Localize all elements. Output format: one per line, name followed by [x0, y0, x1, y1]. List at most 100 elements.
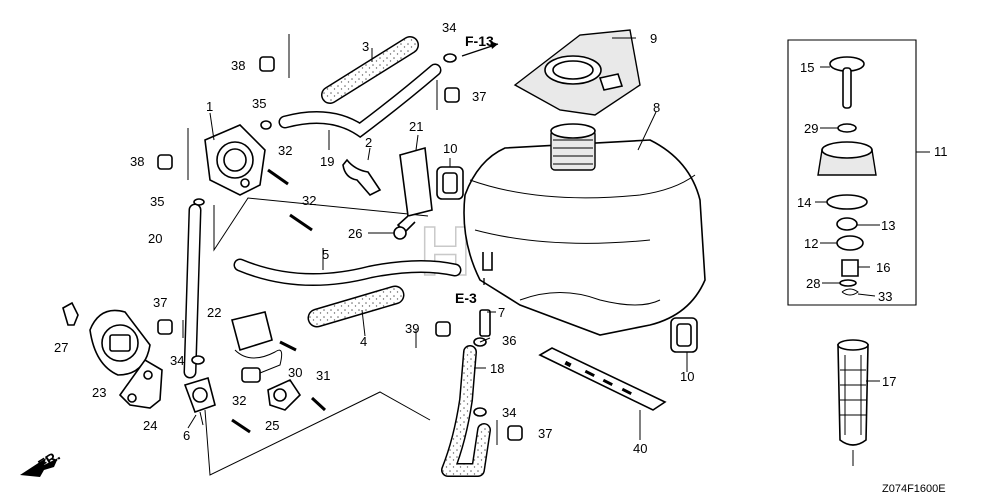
part-label-15: 15 [800, 60, 814, 75]
hose-4 [307, 285, 405, 328]
part-label-33: 33 [878, 289, 892, 304]
clip-35-left [193, 198, 205, 206]
screw-31 [310, 396, 327, 412]
f13-arrow [461, 41, 499, 57]
clip-34-top [443, 53, 457, 63]
part-label-37-left: 37 [153, 295, 167, 310]
part-label-26: 26 [348, 226, 362, 241]
part-label-25: 25 [265, 418, 279, 433]
hose-18 [441, 345, 491, 477]
rubber-mount-upper [436, 166, 464, 200]
part-label-12: 12 [804, 236, 818, 251]
front-arrow [20, 458, 58, 477]
fuel-strainer [837, 339, 869, 466]
screw-30 [279, 340, 297, 352]
screw-32-mid [289, 213, 313, 232]
part-label-21: 21 [409, 119, 423, 134]
clamp-2 [342, 158, 382, 196]
part-label-16: 16 [876, 260, 890, 275]
hose-19 [278, 63, 442, 138]
part-label-13: 13 [881, 218, 895, 233]
part-label-39: 39 [405, 321, 419, 336]
part-label-31: 31 [316, 368, 330, 383]
clip-37-top [444, 87, 460, 103]
part-label-18: 18 [490, 361, 504, 376]
part-label-32-upper: 32 [278, 143, 292, 158]
part-number-labels: 1 2 3 4 5 6 7 8 9 10 10 11 12 13 14 15 1… [54, 20, 948, 456]
screw-32-lower [231, 418, 251, 434]
tank-cover [513, 29, 641, 116]
part-label-24: 24 [143, 418, 157, 433]
fuel-tank [463, 123, 706, 336]
part-label-29: 29 [804, 121, 818, 136]
fuel-pump [204, 124, 266, 196]
ref-e3: E-3 [455, 290, 477, 306]
hose-5 [233, 258, 462, 287]
part-label-9: 9 [650, 31, 657, 46]
screw-26 [393, 226, 407, 240]
clip-35-top [260, 120, 272, 130]
fuel-gauge-strip [538, 347, 667, 411]
cap-assembly-frame [787, 39, 917, 306]
part-label-7: 7 [498, 305, 505, 320]
bracket-24 [118, 358, 163, 409]
bracket-21 [396, 146, 433, 234]
part-label-35-top: 35 [252, 96, 266, 111]
part-label-32-mid: 32 [302, 193, 316, 208]
clip-38-top [259, 56, 275, 72]
fuel-cock [183, 376, 216, 426]
screw-32-upper [267, 168, 289, 186]
part-label-35-left: 35 [150, 194, 164, 209]
part-label-38-left: 38 [130, 154, 144, 169]
part-label-23: 23 [92, 385, 106, 400]
part-label-4: 4 [360, 334, 367, 349]
part-label-34-top: 34 [442, 20, 456, 35]
clip-34-bottom [473, 407, 487, 417]
filter-housing [89, 309, 151, 376]
hose-20 [183, 203, 202, 379]
part-label-5: 5 [322, 247, 329, 262]
part-label-2: 2 [365, 135, 372, 150]
ref-f13: F-13 [465, 33, 494, 49]
part-label-40: 40 [633, 441, 647, 456]
hose-route [213, 197, 429, 252]
joint-7 [479, 309, 491, 337]
part-label-30: 30 [288, 365, 302, 380]
part-label-34-lower: 34 [170, 353, 184, 368]
part-label-27: 27 [54, 340, 68, 355]
part-label-10-lower: 10 [680, 369, 694, 384]
part-label-32-lower: 32 [232, 393, 246, 408]
clip-37-bottom [507, 425, 523, 441]
part-label-37-top: 37 [472, 89, 486, 104]
part-label-22: 22 [207, 305, 221, 320]
clip-37-left [157, 319, 173, 335]
part-label-36: 36 [502, 333, 516, 348]
part-label-14: 14 [797, 195, 811, 210]
part-label-38-top: 38 [231, 58, 245, 73]
rubber-mount-lower [670, 317, 698, 353]
clip-39 [435, 321, 451, 337]
figure-code: Z074F1600E [882, 483, 946, 495]
fuel-line-route [204, 391, 431, 476]
clip-38-left [157, 154, 173, 170]
part-label-11: 11 [934, 144, 948, 159]
part-label-17: 17 [882, 374, 896, 389]
part-label-3: 3 [362, 39, 369, 54]
part-label-19: 19 [320, 154, 334, 169]
part-label-8: 8 [653, 100, 660, 115]
fuel-cap-assembly [817, 56, 877, 296]
part-label-10-upper: 10 [443, 141, 457, 156]
leader-lines [187, 37, 930, 440]
bolt-27 [62, 301, 79, 326]
part-label-28: 28 [806, 276, 820, 291]
part-label-34-bottom: 34 [502, 405, 516, 420]
part-label-37-bottom: 37 [538, 426, 552, 441]
clip-34-lower [191, 355, 205, 365]
part-label-6: 6 [183, 428, 190, 443]
part-label-20: 20 [148, 231, 162, 246]
fuel-cut-valve [231, 311, 283, 383]
hose-3 [321, 36, 419, 104]
part-label-1: 1 [206, 99, 213, 114]
